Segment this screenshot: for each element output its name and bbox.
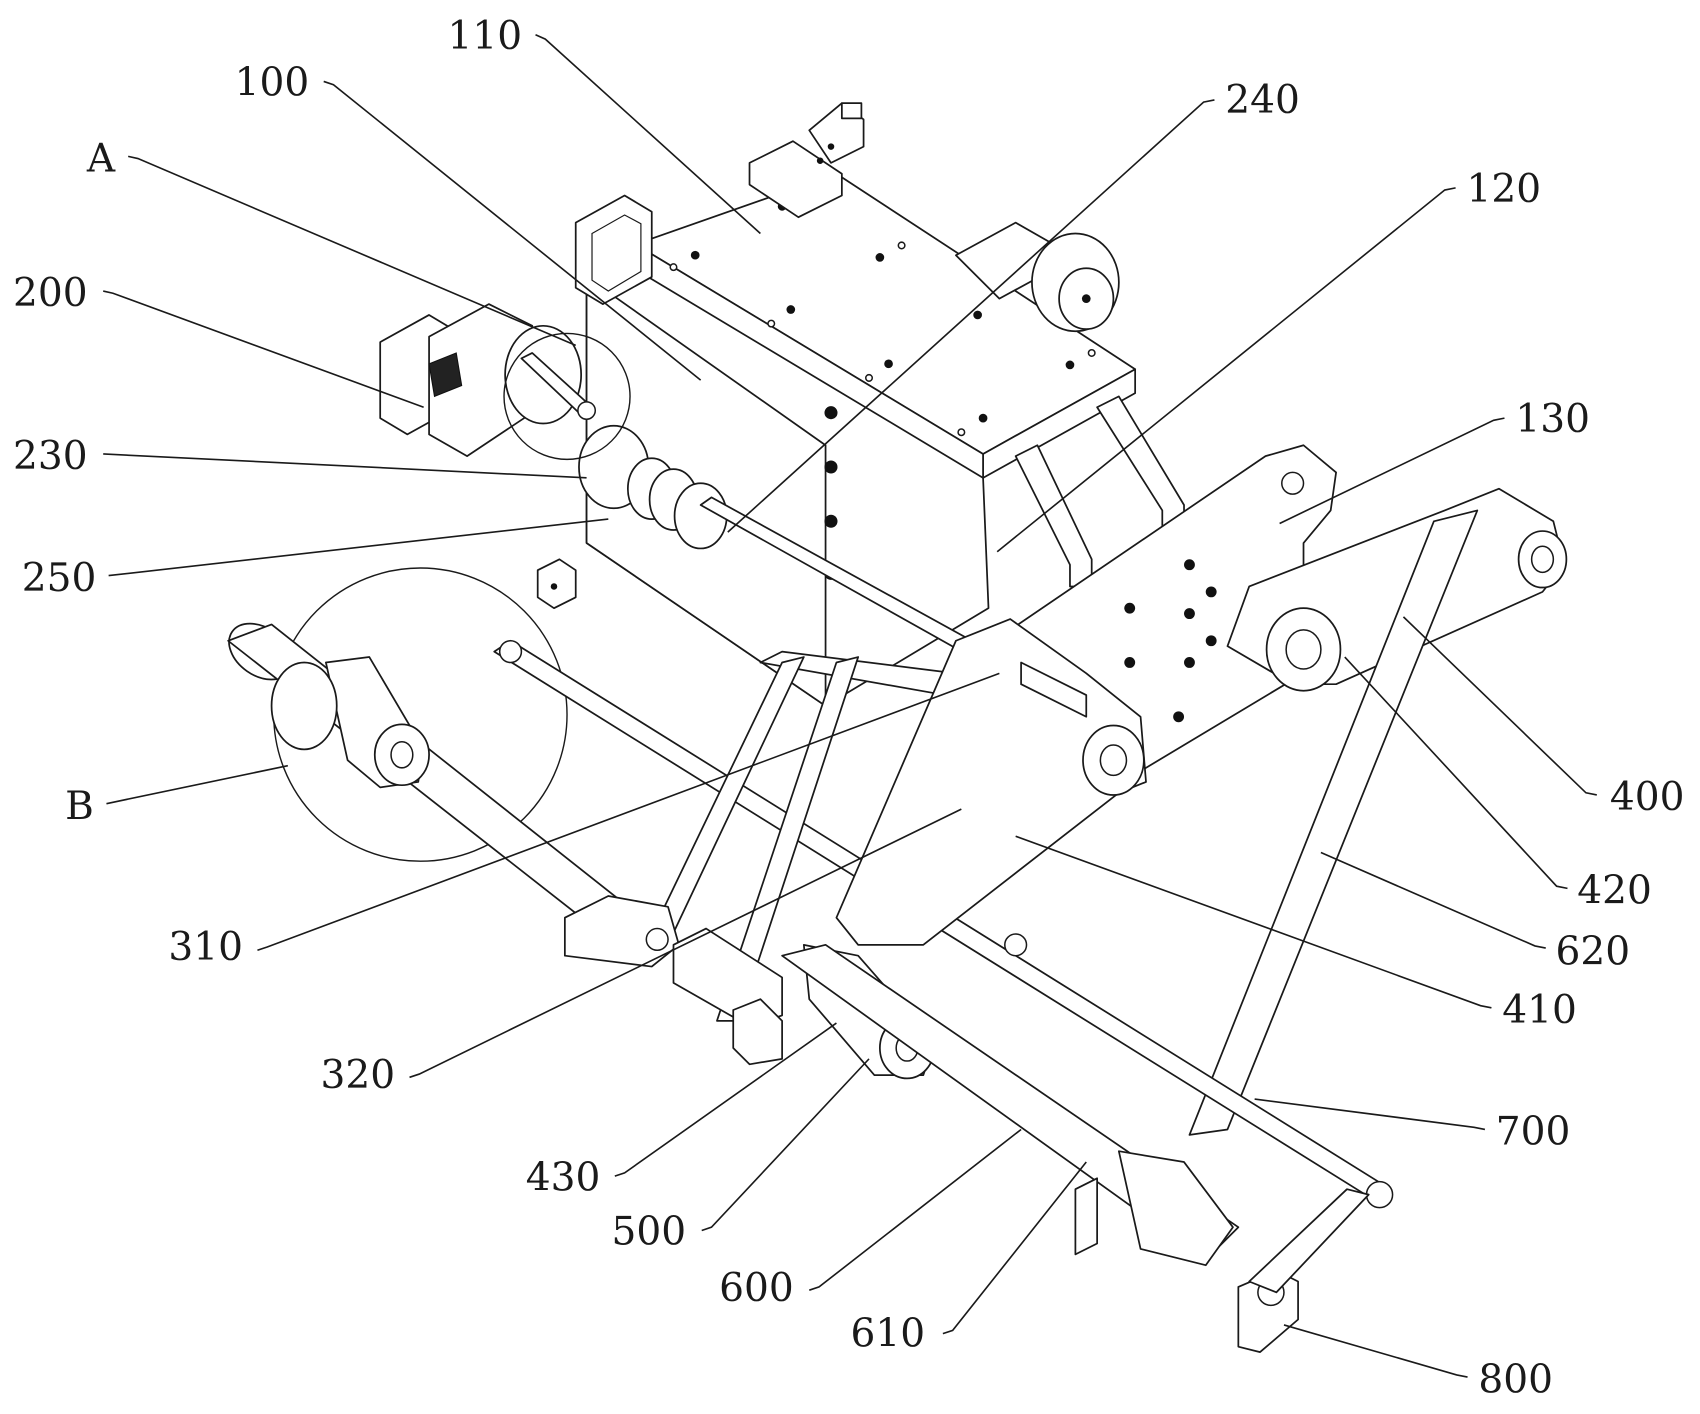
label-120: 120 (1466, 167, 1541, 212)
label-130: 130 (1515, 397, 1590, 442)
bracket-800 (1237, 1188, 1370, 1353)
leader-200 (103, 290, 424, 409)
leader-310 (257, 672, 1000, 952)
leg-620 (1188, 509, 1479, 1136)
small-bracket (536, 558, 577, 610)
label-600: 600 (719, 1266, 794, 1311)
label-430: 430 (526, 1155, 601, 1200)
label-310: 310 (168, 925, 243, 970)
plate-supports-120 (1014, 395, 1185, 588)
label-250: 250 (22, 556, 97, 601)
leader-600 (809, 1128, 1022, 1291)
coupling-230 (578, 424, 728, 550)
lower-leg-assembly (672, 927, 1240, 1267)
leader-240 (727, 99, 1215, 533)
label-320: 320 (320, 1053, 395, 1098)
leader-B (106, 764, 289, 805)
leader-A (128, 155, 577, 347)
leader-430 (614, 1022, 837, 1177)
leader-130 (1279, 417, 1505, 525)
leader-400 (1402, 616, 1597, 796)
label-610: 610 (851, 1312, 926, 1357)
label-620: 620 (1556, 929, 1631, 974)
leg-410 (835, 618, 1147, 946)
leader-410 (1015, 835, 1492, 1009)
label-A: A (86, 137, 116, 182)
label-400: 400 (1610, 775, 1685, 820)
label-110: 110 (448, 14, 523, 59)
top-fitting (748, 102, 865, 219)
label-420: 420 (1577, 869, 1652, 914)
leg-400 (1226, 487, 1568, 692)
leader-230 (103, 453, 587, 479)
leader-320 (409, 808, 962, 1079)
leader-120 (996, 187, 1456, 553)
motor-flange-top (574, 194, 653, 305)
label-240: 240 (1225, 78, 1300, 123)
shaft-upper-left (520, 352, 597, 420)
rear-motor (955, 221, 1120, 333)
reference-labels: 110 100 A 200 230 250 B 310 320 430 500 … (13, 14, 1684, 1402)
label-700: 700 (1496, 1110, 1571, 1155)
label-410: 410 (1502, 988, 1577, 1033)
motor-200 (379, 303, 583, 457)
detail-circle-A (503, 332, 631, 461)
leg-left-B (227, 622, 680, 968)
label-800: 800 (1478, 1357, 1553, 1402)
leader-100 (323, 80, 702, 381)
leader-800 (1283, 1324, 1468, 1378)
leader-420 (1344, 656, 1568, 890)
label-200: 200 (13, 271, 88, 316)
leader-500 (701, 1058, 870, 1232)
leader-620 (1320, 851, 1546, 949)
leader-250 (108, 518, 609, 577)
label-B: B (65, 784, 94, 829)
leader-700 (1254, 1098, 1486, 1131)
label-500: 500 (612, 1210, 687, 1255)
leader-610 (942, 1161, 1087, 1335)
label-100: 100 (235, 61, 310, 106)
leader-110 (535, 34, 761, 235)
leg-diagonal-middle (640, 656, 860, 1022)
label-230: 230 (13, 434, 88, 479)
leader-lines (103, 34, 1597, 1378)
